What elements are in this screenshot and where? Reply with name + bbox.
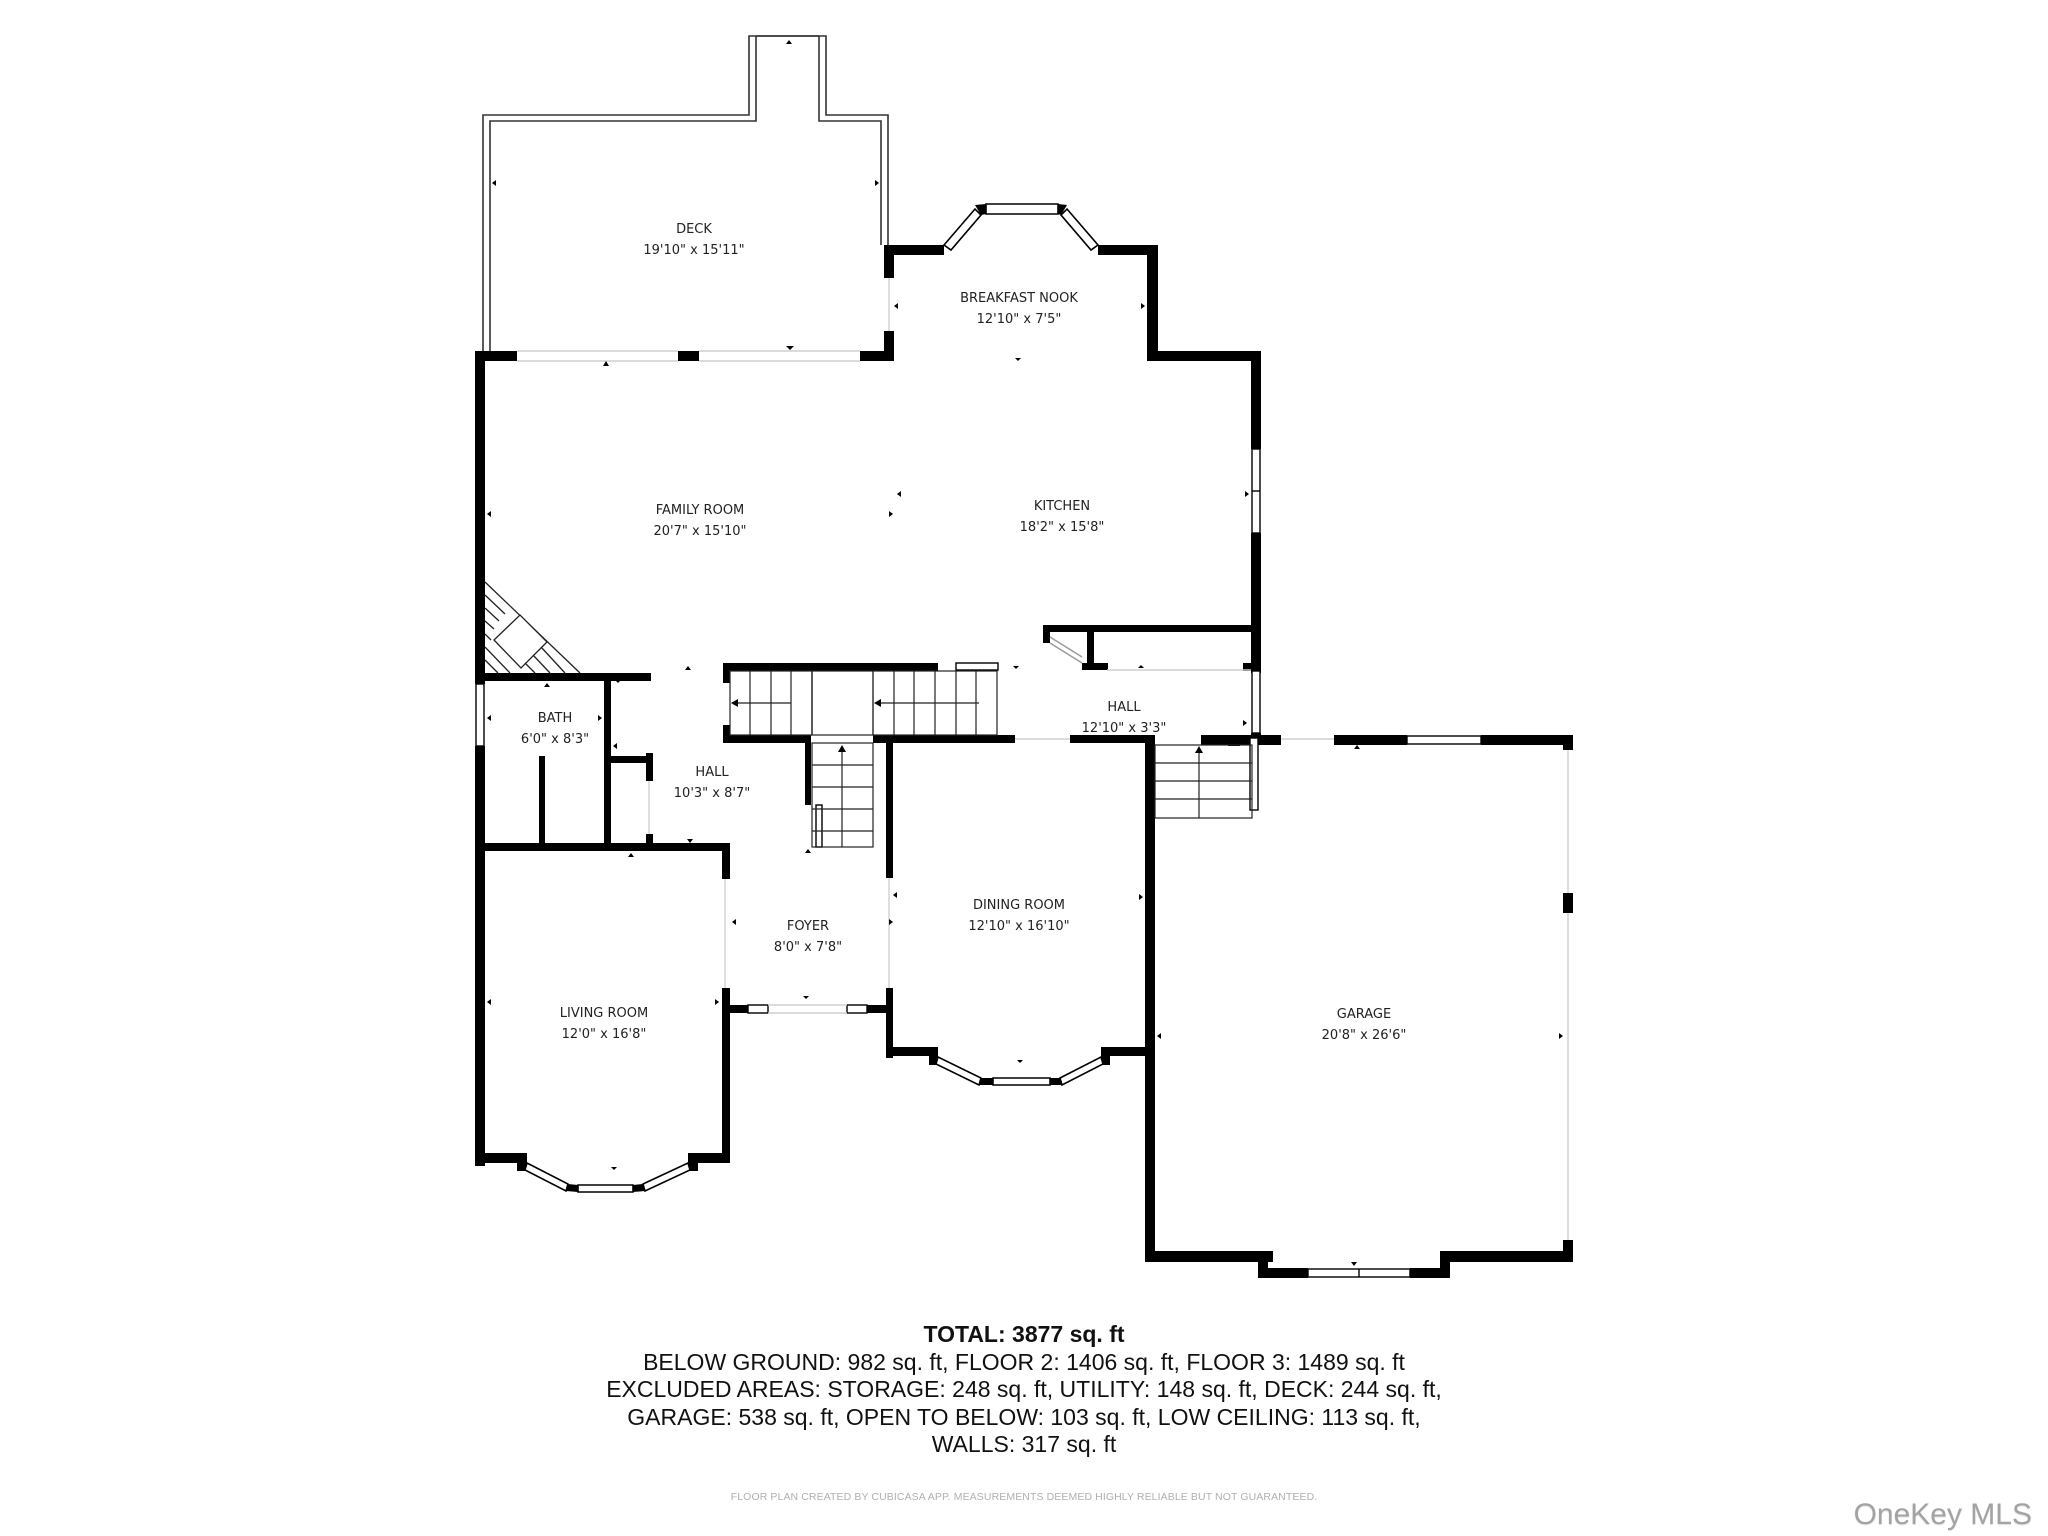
room-label-living-room: LIVING ROOM 12'0" x 16'8" <box>560 1003 648 1045</box>
summary-line: GARAGE: 538 sq. ft, OPEN TO BELOW: 103 s… <box>627 1403 1421 1430</box>
room-name: LIVING ROOM <box>559 1006 649 1021</box>
room-dimensions: 10'3" x 8'7" <box>673 786 751 801</box>
room-name: FAMILY ROOM <box>655 503 745 518</box>
room-name: HALL <box>695 765 729 780</box>
room-dimensions: 6'0" x 8'3" <box>520 732 590 747</box>
watermark-logo: OneKey MLS <box>1853 1498 2032 1531</box>
room-label-foyer: FOYER 8'0" x 7'8" <box>774 916 842 958</box>
room-dimensions: 12'10" x 7'5" <box>976 312 1062 327</box>
measurement-ticks <box>487 40 1563 1266</box>
room-name: BATH <box>537 711 573 726</box>
summary-line: EXCLUDED AREAS: STORAGE: 248 sq. ft, UTI… <box>606 1376 1442 1402</box>
room-dimensions: 19'10" x 15'11" <box>643 243 745 258</box>
room-dimensions: 12'0" x 16'8" <box>561 1027 647 1042</box>
windows <box>475 448 1482 1278</box>
room-name: FOYER <box>786 919 830 934</box>
room-name: DINING ROOM <box>972 898 1066 913</box>
disclaimer: FLOOR PLAN CREATED BY CUBICASA APP. MEAS… <box>730 1491 1318 1503</box>
total-area: TOTAL: 3877 sq. ft <box>923 1321 1125 1347</box>
room-label-family-room: FAMILY ROOM 20'7" x 15'10" <box>654 500 747 542</box>
room-label-hall-upper: HALL 12'10" x 3'3" <box>1082 697 1167 739</box>
room-label-hall-lower: HALL 10'3" x 8'7" <box>674 762 750 804</box>
room-name: BREAKFAST NOOK <box>960 291 1078 306</box>
room-name: KITCHEN <box>1033 499 1091 514</box>
stairs <box>729 670 1253 848</box>
bay-window-joints <box>566 204 1067 1192</box>
summary-line: WALLS: 317 sq. ft <box>931 1431 1117 1457</box>
room-name: HALL <box>1107 700 1141 715</box>
room-dimensions: 20'8" x 26'6" <box>1321 1028 1407 1043</box>
room-name: DECK <box>676 222 712 237</box>
room-name: GARAGE <box>1336 1007 1392 1022</box>
room-label-kitchen: KITCHEN 18'2" x 15'8" <box>1020 496 1105 538</box>
stair-arrows <box>731 699 1203 753</box>
room-label-deck: DECK 19'10" x 15'11" <box>643 219 744 261</box>
summary-line: BELOW GROUND: 982 sq. ft, FLOOR 2: 1406 … <box>643 1348 1405 1375</box>
room-label-garage: GARAGE 20'8" x 26'6" <box>1322 1004 1407 1046</box>
room-dimensions: 18'2" x 15'8" <box>1019 520 1105 535</box>
room-label-bath: BATH 6'0" x 8'3" <box>521 708 589 750</box>
area-summary: TOTAL: 3877 sq. ft BELOW GROUND: 982 sq.… <box>0 1321 2048 1459</box>
room-dimensions: 8'0" x 7'8" <box>773 940 843 955</box>
room-dimensions: 20'7" x 15'10" <box>653 524 747 539</box>
room-label-dining-room: DINING ROOM 12'10" x 16'10" <box>968 895 1069 937</box>
walls <box>475 245 1573 1278</box>
openings <box>517 278 1569 1240</box>
fireplace <box>484 581 581 674</box>
room-label-breakfast-nook: BREAKFAST NOOK 12'10" x 7'5" <box>960 288 1078 330</box>
room-dimensions: 12'10" x 3'3" <box>1081 721 1167 736</box>
room-dimensions: 12'10" x 16'10" <box>968 919 1070 934</box>
deck-outline <box>482 35 889 353</box>
